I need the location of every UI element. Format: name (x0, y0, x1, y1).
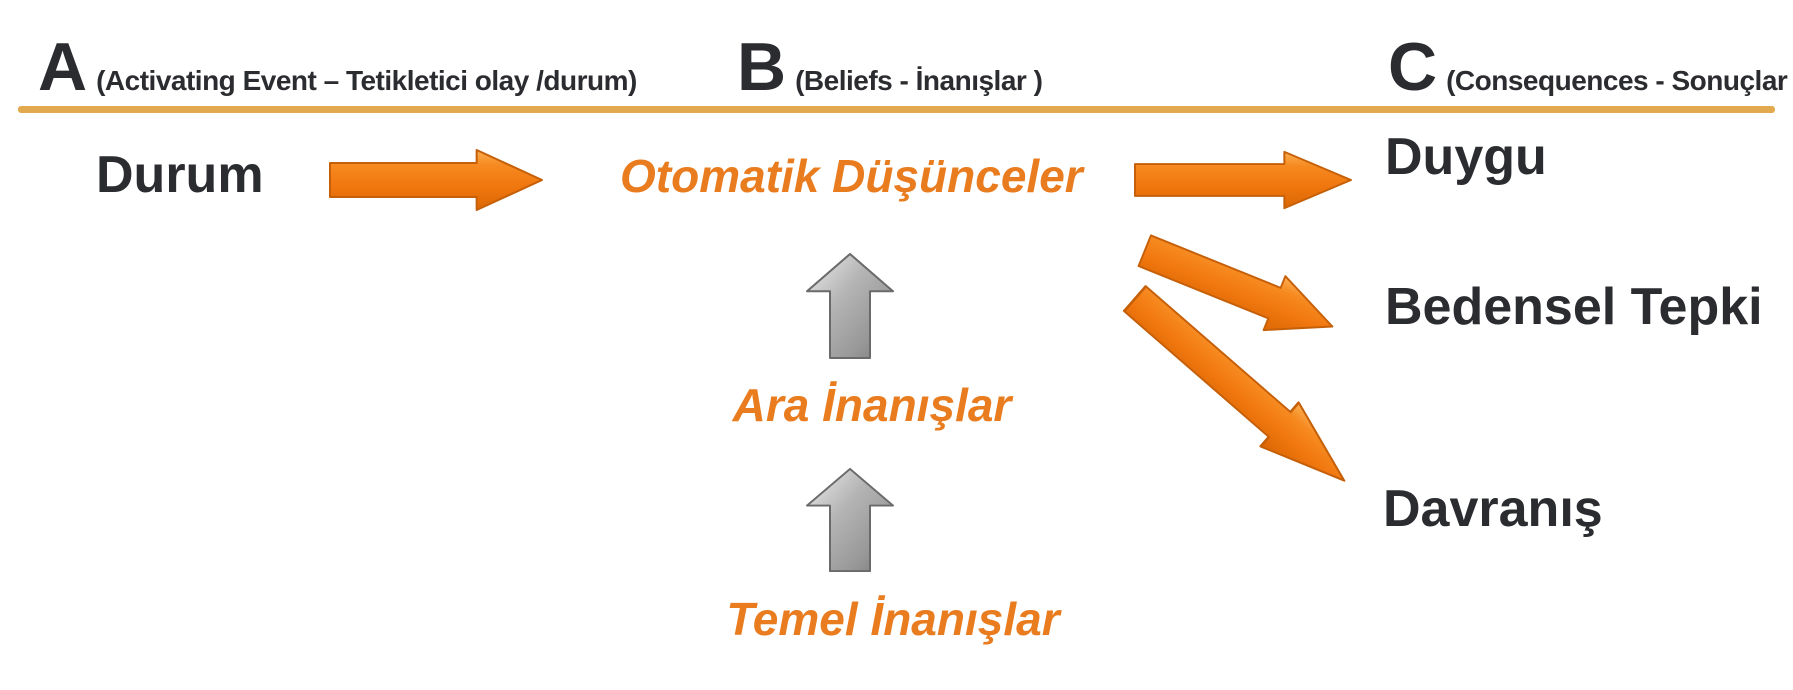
orange-arrow-right-icon (328, 149, 544, 211)
gray-arrow-up-icon (806, 252, 894, 360)
header-a: A (Activating Event – Tetikletici olay /… (38, 33, 637, 101)
orange-arrow-diagonal-icon (1122, 285, 1346, 482)
orange-arrow-right-icon (1134, 150, 1352, 210)
header-b: B (Beliefs - İnanışlar ) (737, 29, 1043, 105)
behavior-label: Davranış (1383, 480, 1603, 538)
automatic-thoughts-label: Otomatik Düşünceler (620, 150, 1083, 202)
header-divider-line (18, 106, 1775, 113)
header-a-sub: (Activating Event – Tetikletici olay /du… (96, 65, 637, 96)
orange-arrow-diagonal-icon (1137, 234, 1334, 332)
physical-reaction-label: Bedensel Tepki (1385, 278, 1763, 336)
gray-arrow-up-icon (806, 467, 894, 573)
situation-label: Durum (96, 146, 264, 204)
core-beliefs-label: Temel İnanışlar (726, 593, 1060, 645)
emotion-label: Duygu (1385, 128, 1547, 186)
header-a-letter: A (38, 29, 88, 105)
intermediate-beliefs-label: Ara İnanışlar (732, 379, 1012, 431)
header-b-sub: (Beliefs - İnanışlar ) (795, 65, 1043, 96)
header-c-letter: C (1388, 29, 1438, 105)
header-b-letter: B (737, 29, 787, 105)
header-c-sub: (Consequences - Sonuçlar ) (1446, 65, 1793, 96)
header-c: C (Consequences - Sonuçlar ) (1388, 33, 1793, 101)
